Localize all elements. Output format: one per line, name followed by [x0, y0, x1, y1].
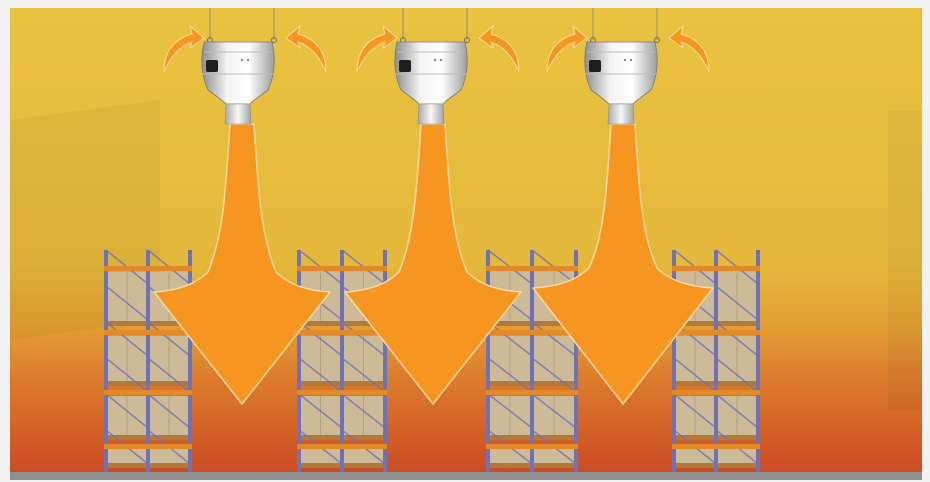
rack-beam	[104, 330, 192, 335]
fan-indicator	[434, 59, 436, 61]
rack-beam	[297, 444, 387, 449]
rack-beam	[297, 266, 387, 271]
pallet-base	[490, 463, 530, 468]
wall-pillar-shadow	[888, 110, 922, 410]
fan-control-badge	[399, 60, 411, 72]
fan-indicator	[630, 59, 632, 61]
rack-beam	[486, 390, 578, 395]
pallet-base	[108, 463, 146, 468]
rack-beam	[672, 266, 760, 271]
pallet-base	[718, 463, 756, 468]
fan-indicator	[241, 59, 243, 61]
pallet-base	[108, 321, 146, 326]
pallet-base	[301, 463, 340, 468]
rack-upright	[486, 250, 490, 472]
rack-beam	[104, 390, 192, 395]
floor	[10, 472, 922, 480]
pallet-base	[344, 463, 383, 468]
fan-nozzle	[225, 104, 251, 124]
fan-nozzle	[608, 104, 634, 124]
rack-upright	[104, 250, 108, 472]
pallet-base	[534, 463, 574, 468]
fan-control-badge	[206, 60, 218, 72]
airflow-arrows	[154, 124, 713, 404]
pallet-rack-2	[297, 250, 387, 472]
fan-indicator	[624, 59, 626, 61]
rack-beam	[486, 330, 578, 335]
fan-indicator	[247, 59, 249, 61]
rack-beam	[104, 444, 192, 449]
rack-beam	[486, 444, 578, 449]
pallet-rack-1	[104, 250, 192, 472]
rack-beam	[672, 444, 760, 449]
rack-upright	[297, 250, 301, 472]
fan-nozzle	[418, 104, 444, 124]
pallet-base	[150, 463, 188, 468]
rack-beam	[486, 266, 578, 271]
fan-control-badge	[589, 60, 601, 72]
pallet-base	[676, 463, 714, 468]
fan-indicator	[440, 59, 442, 61]
rack-beam	[104, 266, 192, 271]
rack-beam	[297, 390, 387, 395]
rack-beam	[672, 330, 760, 335]
rack-beam	[297, 330, 387, 335]
rack-beam	[672, 390, 760, 395]
pallet-base	[718, 321, 756, 326]
